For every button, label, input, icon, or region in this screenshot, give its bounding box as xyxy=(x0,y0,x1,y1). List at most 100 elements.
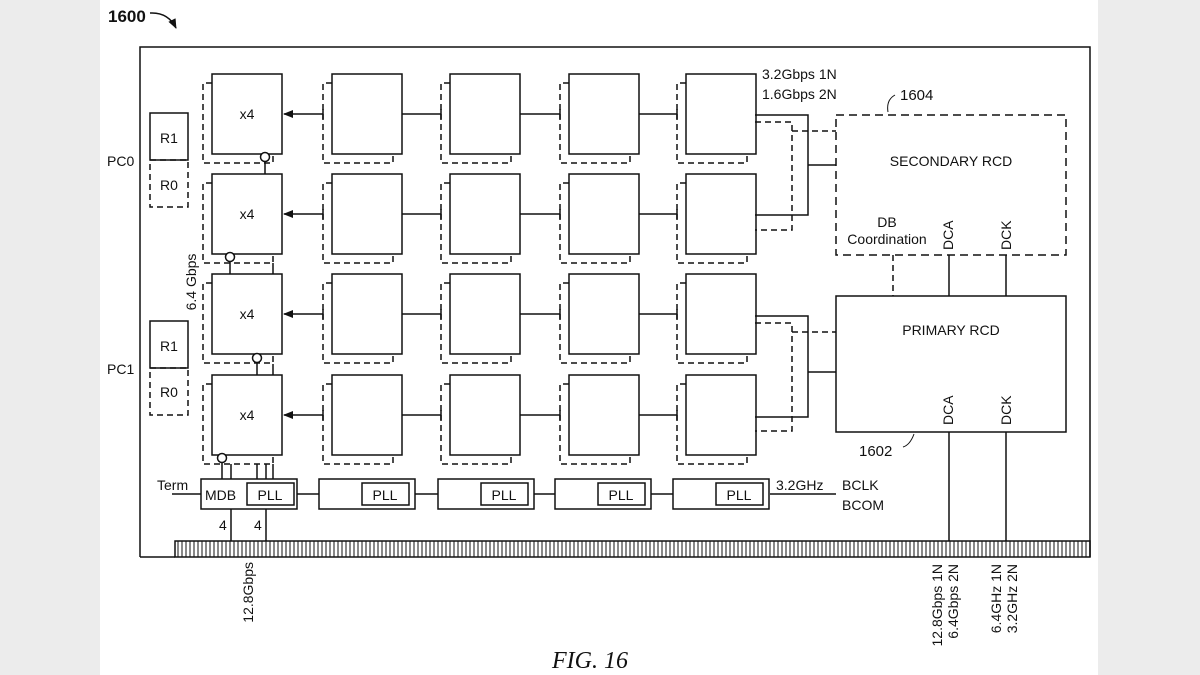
dram-chip-rank1-outline xyxy=(449,374,521,456)
db-coordination-line1: DB xyxy=(877,214,896,230)
primary-dck-label: DCK xyxy=(998,395,1014,425)
figure-caption: FIG. 16 xyxy=(551,648,628,674)
dram-chip-rank1-outline xyxy=(211,273,283,355)
dram-chip-rank0-outline xyxy=(202,82,274,164)
dram-chip-rank1-outline xyxy=(685,173,757,255)
figure-ref-number: 1600 xyxy=(108,7,146,26)
primary-ref-leader xyxy=(902,433,915,448)
dq-link xyxy=(259,151,271,174)
secondary-dck-label: DCK xyxy=(998,220,1014,250)
dram-chip-rank0-outline xyxy=(676,182,748,264)
dq-link xyxy=(251,352,274,375)
dram-chip-rank0-outline xyxy=(559,383,631,465)
dram-chip xyxy=(639,273,757,364)
ca-rate-2n-label: 1.6Gbps 2N xyxy=(762,86,837,102)
bclk-label: BCLK xyxy=(842,477,879,493)
dram-chip-rank1-outline xyxy=(211,73,283,155)
secondary-rcd: SECONDARY RCD DB Coordination DCA DCK 16… xyxy=(835,87,1067,256)
bclk-freq-label: 3.2GHz xyxy=(776,477,823,493)
dram-chip-rank1-outline xyxy=(568,273,640,355)
connector-outline xyxy=(174,540,1091,558)
dq-rate-label: 6.4 Gbps xyxy=(183,254,199,311)
dram-chip xyxy=(520,173,640,264)
primary-rcd-ref: 1602 xyxy=(859,443,892,460)
dram-chip-rank0-outline xyxy=(559,282,631,364)
dram-chip-rank0-outline xyxy=(322,82,394,164)
dram-chip xyxy=(283,273,403,364)
dca-rate-2n: 6.4Gbps 2N xyxy=(945,564,961,639)
pll-box xyxy=(361,482,410,506)
bcom-label: BCOM xyxy=(842,497,884,513)
dram-chip xyxy=(402,273,521,364)
host-rate-label: 12.8Gbps xyxy=(240,562,256,623)
dram-chip-rank1-outline xyxy=(211,374,283,456)
dram-chip: x4 xyxy=(202,73,283,164)
mdb-label: MDB xyxy=(205,487,236,503)
dram-chip-rank1-outline xyxy=(331,374,403,456)
dram-width-label: x4 xyxy=(240,306,255,322)
pc0-rank-r0-label: R0 xyxy=(160,177,178,193)
dram-chip-rank1-outline xyxy=(685,73,757,155)
mdb-pll-label: PLL xyxy=(258,487,283,503)
dram-chip-rank1-outline xyxy=(211,173,283,255)
dram-chip-rank0-outline xyxy=(440,282,512,364)
dram-chip xyxy=(402,374,521,465)
term-label: Term xyxy=(157,477,188,493)
dq-link xyxy=(224,251,274,274)
dram-chip-rank0-outline xyxy=(440,383,512,465)
dq-termination-icon xyxy=(259,151,271,163)
dram-chip xyxy=(639,374,757,465)
primary-rcd-box xyxy=(835,295,1067,433)
dram-chip-rank1-outline xyxy=(331,73,403,155)
dram-chip xyxy=(283,173,403,264)
dram-chip-rank1-outline xyxy=(568,374,640,456)
dram-chip xyxy=(639,73,757,164)
dq-termination-icon xyxy=(224,251,236,263)
dram-chip-rank0-outline xyxy=(322,282,394,364)
data-buffer-box xyxy=(672,478,770,510)
primary-dca-label: DCA xyxy=(940,395,956,425)
dram-chip: x4 xyxy=(202,273,283,364)
pc1-rank-r1 xyxy=(149,320,189,369)
dram-chip-rank0-outline xyxy=(202,282,274,364)
bus-width-a: 4 xyxy=(219,517,227,533)
dram-chip: x4 xyxy=(202,374,283,465)
edge-connector xyxy=(140,540,1091,558)
pc1-rank-r0-label: R0 xyxy=(160,384,178,400)
dram-grid: x4 x4 x4 x4 xyxy=(202,73,757,479)
dq-termination-icon xyxy=(216,452,228,464)
dram-chip: x4 xyxy=(202,173,283,264)
mdb-pll-box xyxy=(246,482,295,506)
dram-chip xyxy=(520,374,640,465)
pll-label: PLL xyxy=(727,487,752,503)
dram-chip-rank1-outline xyxy=(331,273,403,355)
pll-box xyxy=(597,482,646,506)
pc0-ranks: R1 R0 PC0 xyxy=(107,112,189,208)
dram-chip xyxy=(639,173,757,264)
dram-chip-rank0-outline xyxy=(676,282,748,364)
secondary-ref-leader xyxy=(887,94,896,113)
dq-link xyxy=(216,452,274,479)
dram-chip xyxy=(402,73,521,164)
dram-width-label: x4 xyxy=(240,106,255,122)
secondary-rcd-ref: 1604 xyxy=(900,87,933,104)
dram-chip-rank0-outline xyxy=(676,82,748,164)
dram-chip-rank1-outline xyxy=(449,173,521,255)
ca-rate-1n-label: 3.2Gbps 1N xyxy=(762,66,837,82)
dram-chip-rank1-outline xyxy=(449,273,521,355)
pll-label: PLL xyxy=(609,487,634,503)
pll-box xyxy=(480,482,529,506)
pc0-rank-r0 xyxy=(149,159,189,208)
module-outline xyxy=(139,46,1091,557)
pc1-rank-r1-label: R1 xyxy=(160,338,178,354)
pll-box xyxy=(715,482,764,506)
dram-chip-rank1-outline xyxy=(449,73,521,155)
dram-chip-rank0-outline xyxy=(440,182,512,264)
dca-rate-1n: 12.8Gbps 1N xyxy=(929,564,945,647)
pc0-rank-r1 xyxy=(149,112,189,161)
figure-ref-arrow xyxy=(149,12,177,29)
dram-chip-rank1-outline xyxy=(331,173,403,255)
ca-bus-wiring xyxy=(755,114,836,432)
